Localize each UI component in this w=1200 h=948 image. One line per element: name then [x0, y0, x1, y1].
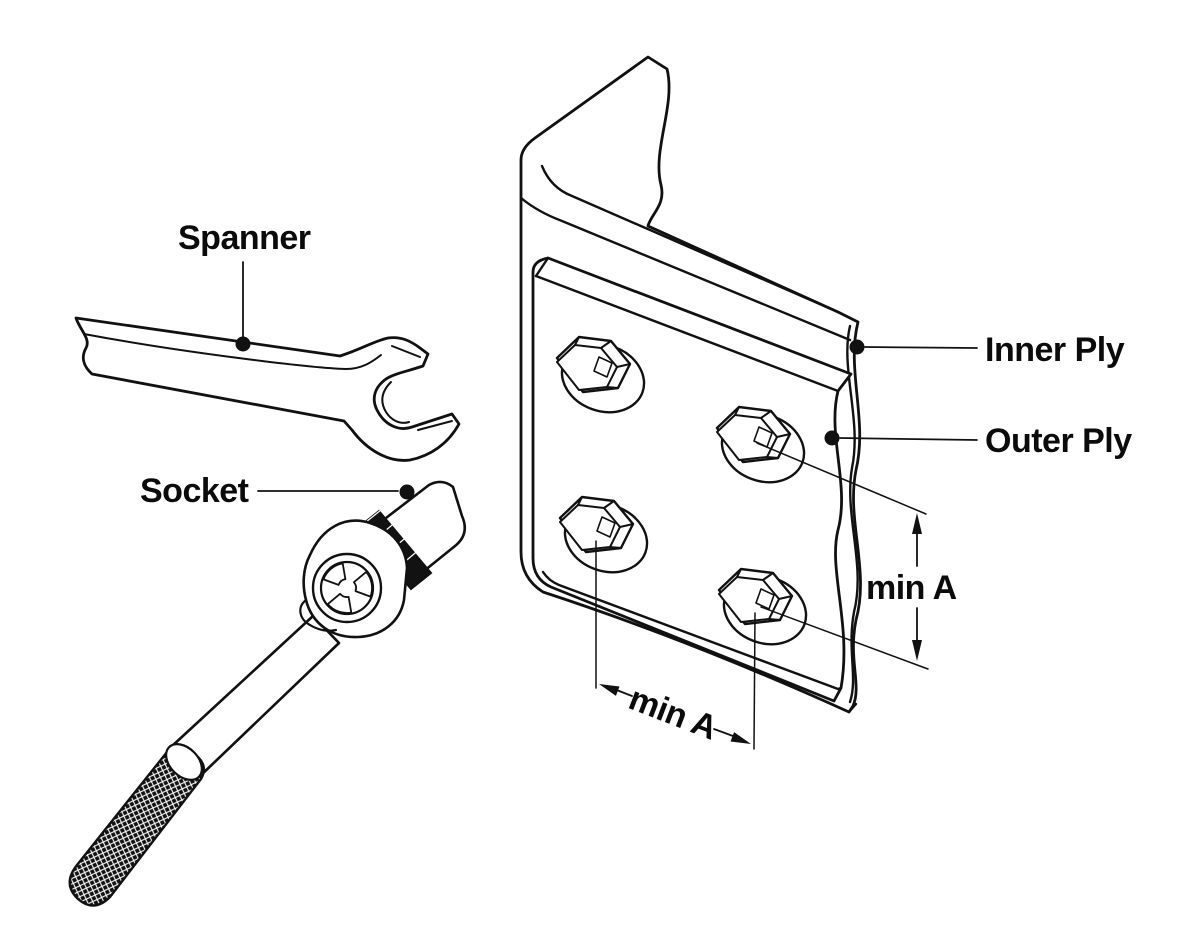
inner-ply-leader-line [864, 346, 978, 349]
inner-ply-front-wavy-edge [846, 324, 859, 704]
socket-spoke-opening-upper-left [322, 562, 347, 586]
leader-dot [399, 484, 415, 500]
dimension-shaft-right [713, 728, 734, 737]
min-a-vertical-label: min A [866, 569, 957, 607]
socket-spoke-opening-right [353, 571, 373, 598]
leader-dot [824, 430, 840, 446]
arrow-down-icon [912, 640, 922, 661]
arrow-left-icon [599, 684, 620, 696]
spanner-upper-prong-bevel [391, 345, 421, 358]
extension-line-bottom [760, 606, 929, 670]
socket-ring-streaks [365, 505, 422, 566]
spanner-label: Spanner [178, 219, 311, 257]
inner-ply-label: Inner Ply [985, 331, 1125, 369]
outer-ply-topleft-tip-edge [534, 256, 550, 278]
spanner-lower-prong-bevel [417, 420, 453, 431]
arrow-up-icon [912, 513, 922, 534]
extension-line-top [756, 442, 927, 515]
socket-label: Socket [140, 472, 249, 510]
spanner-outline [74, 316, 461, 462]
outer-ply-front-bottom-edge [541, 570, 843, 691]
inner-ply-bottom-tip-edge [847, 702, 858, 714]
socket-tool-drawing [68, 480, 467, 907]
outer-ply-front-top-edge [534, 274, 840, 393]
extension-line-right [753, 612, 756, 750]
socket-spoke-opening-lower-left [326, 592, 353, 614]
dimension-vertical-min-a: min A [756, 442, 957, 670]
inner-ply-callout: Inner Ply [849, 331, 1125, 369]
spanner-bevel-line [83, 333, 382, 370]
spanner-jaw-inner-line [381, 381, 410, 424]
min-a-horizontal-label: min A [624, 679, 722, 747]
inner-ply-bend-inner-line [540, 164, 840, 314]
leader-dot [235, 336, 251, 352]
inner-ply-bend-outer-line [519, 196, 852, 342]
socket-grip [68, 745, 206, 907]
outer-ply-callout: Outer Ply [824, 422, 1133, 460]
leader-dot [849, 339, 865, 355]
socket-callout: Socket [140, 472, 415, 510]
outer-ply-leader-line [839, 437, 978, 441]
spanner-callout: Spanner [178, 219, 311, 352]
outer-ply-label: Outer Ply [985, 422, 1132, 460]
arrow-right-icon [730, 732, 751, 744]
socket-head-collar [299, 598, 338, 632]
socket-shaft-end-cap [165, 743, 203, 781]
spanner-drawing [74, 316, 461, 462]
